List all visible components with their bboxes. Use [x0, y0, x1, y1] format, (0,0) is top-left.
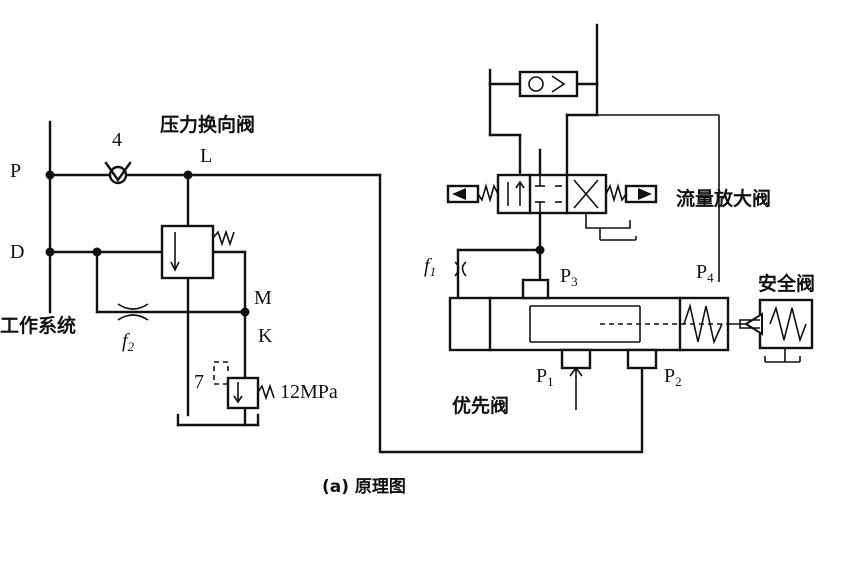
- label-f1: f1: [424, 255, 436, 279]
- orifice-f2: [117, 303, 149, 321]
- label-m: M: [254, 287, 272, 309]
- label-p3-sub: 3: [571, 274, 578, 289]
- label-p3-base: P: [560, 265, 571, 287]
- label-d: D: [10, 241, 24, 263]
- label-p: P: [10, 160, 21, 182]
- right-circuit: [446, 23, 814, 410]
- label-f2-base: f: [122, 330, 130, 352]
- check-valve-4: [104, 161, 132, 185]
- label-f1-base: f: [424, 255, 432, 277]
- label-12mpa: 12MPa: [280, 381, 338, 403]
- label-p1-base: P: [536, 365, 547, 387]
- flow-amplifier-valve-symbol: [446, 173, 658, 241]
- label-7: 7: [194, 371, 204, 393]
- label-safety-valve: 安全阀: [758, 272, 815, 295]
- label-p2-sub: 2: [675, 374, 682, 389]
- label-work-system: 工作系统: [0, 314, 76, 337]
- safety-valve-symbol: [728, 298, 814, 363]
- check-valve-top: [518, 70, 579, 98]
- label-4: 4: [112, 129, 122, 151]
- label-p1: P1: [536, 365, 554, 389]
- label-p3: P3: [560, 265, 578, 289]
- label-p4: P4: [696, 261, 714, 285]
- orifice-f1: [454, 261, 467, 277]
- label-f1-sub: 1: [430, 264, 437, 279]
- label-f2-sub: 2: [128, 339, 135, 354]
- relief-valve-7: [213, 361, 275, 410]
- left-circuit: [45, 120, 382, 427]
- label-k: K: [258, 325, 273, 347]
- label-p4-base: P: [696, 261, 707, 283]
- pilot-line-l-to-p2: [378, 173, 644, 454]
- label-p2: P2: [664, 365, 682, 389]
- figure-caption: (a) 原理图: [322, 477, 406, 497]
- label-p1-sub: 1: [547, 374, 554, 389]
- label-flow-amplifier-valve: 流量放大阀: [676, 187, 771, 210]
- label-pressure-switch-valve: 压力换向阀: [160, 113, 255, 136]
- label-f2: f2: [122, 330, 135, 354]
- label-p2-base: P: [664, 365, 675, 387]
- label-l: L: [200, 145, 212, 167]
- pressure-switch-valve-symbol: [160, 224, 235, 280]
- label-priority-valve: 优先阀: [452, 394, 509, 417]
- priority-valve-symbol: [448, 278, 730, 410]
- label-p4-sub: 4: [707, 270, 714, 285]
